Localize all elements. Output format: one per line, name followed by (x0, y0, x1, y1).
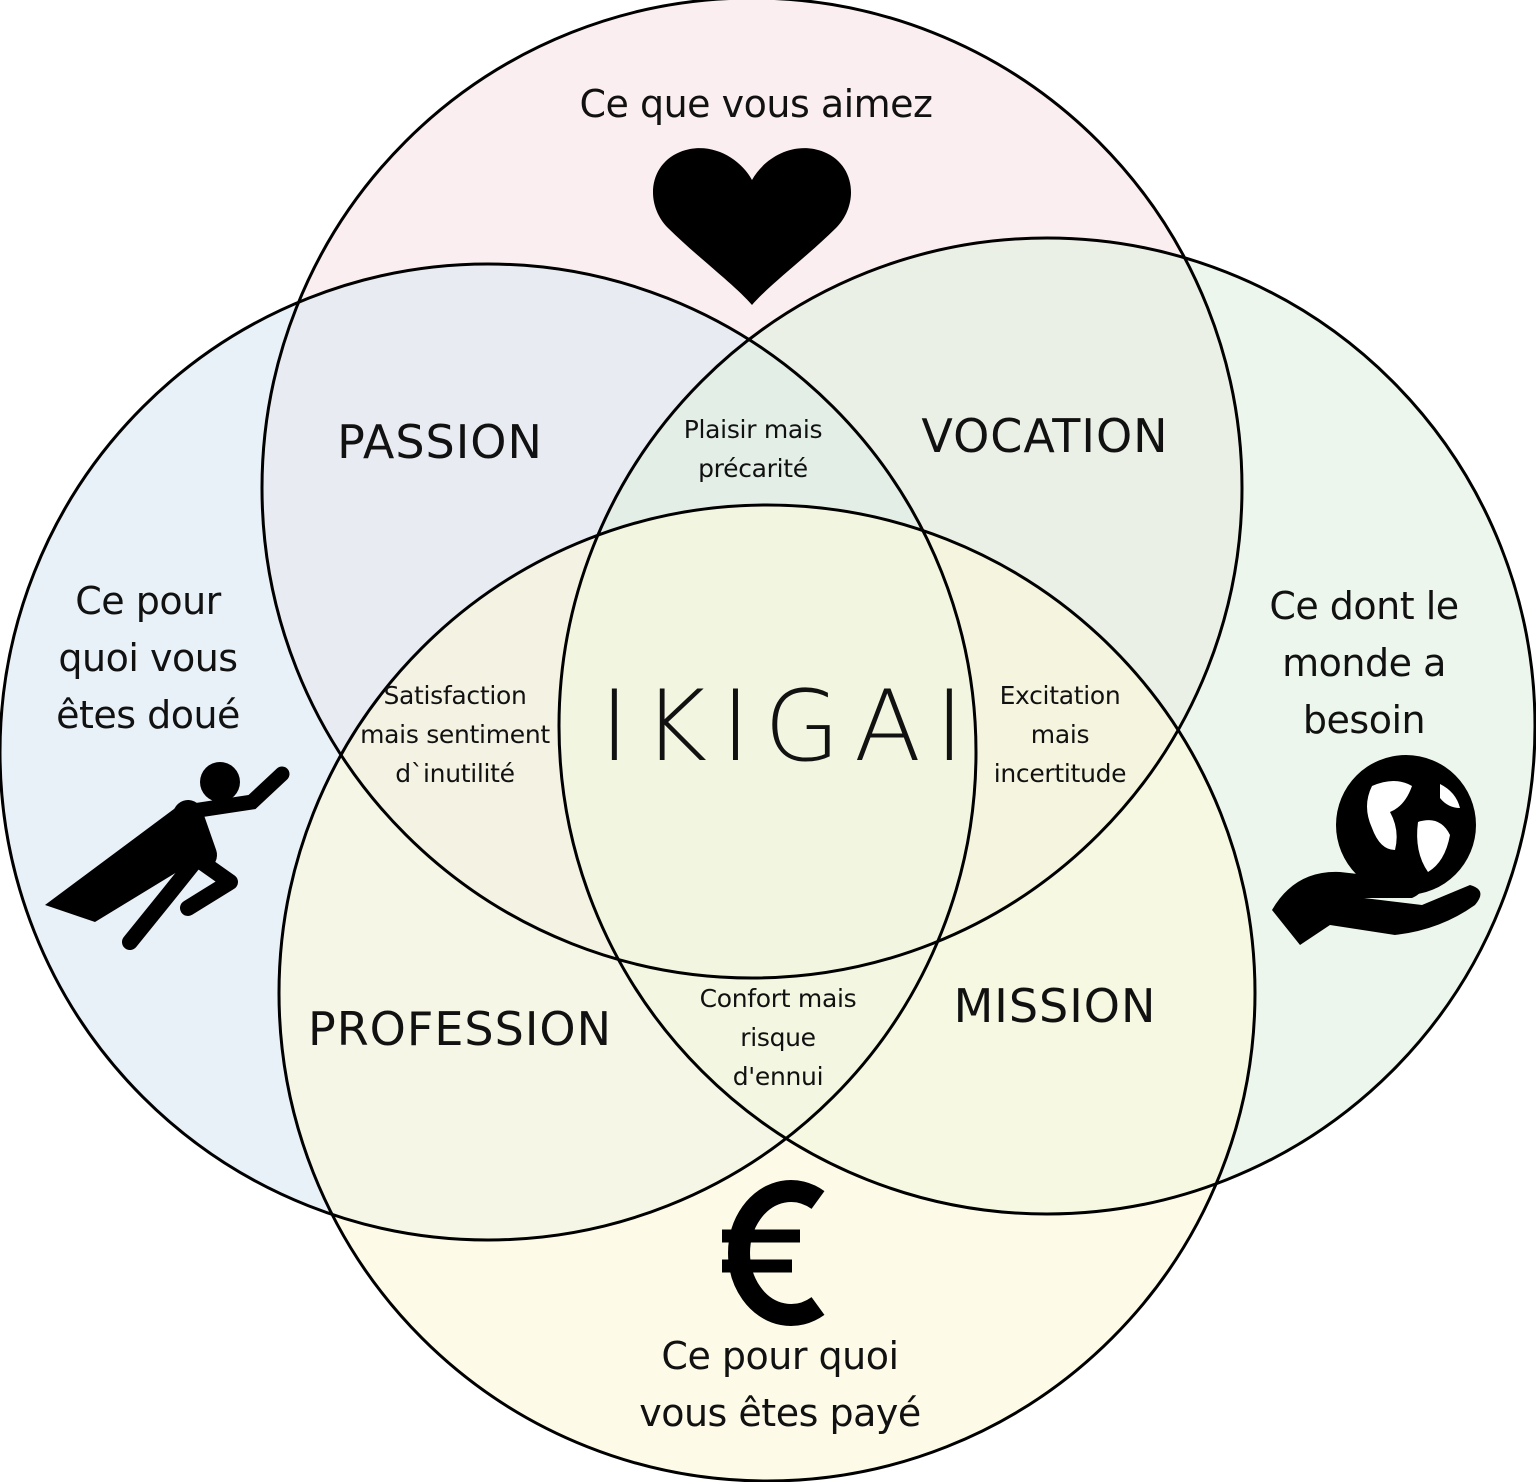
right-circle-label: Ce dont le monde a besoin (1269, 584, 1459, 742)
circle-left-outline (0, 262, 978, 1242)
vocation-label: VOCATION (921, 409, 1169, 463)
tension-top-label: Plaisir mais précarité (683, 415, 823, 483)
superhero-icon (45, 762, 290, 950)
ikigai-center-label: IKIGAI (600, 670, 978, 784)
passion-label: PASSION (337, 415, 543, 469)
tension-left-label: Satisfaction mais sentiment d`inutilité (360, 681, 550, 788)
circle-right-outline (557, 236, 1536, 1216)
mission-label: MISSION (953, 979, 1157, 1033)
tension-bottom-label: Confort mais risque d'ennui (699, 984, 857, 1091)
circle-bottom-outline (277, 503, 1257, 1482)
tension-right-label: Excitation mais incertitude (993, 681, 1127, 788)
circle-bottom-fill (279, 505, 1255, 1481)
left-circle-label: Ce pour quoi vous êtes doué (56, 579, 240, 737)
circle-top-outline (260, 0, 1244, 980)
top-circle-label: Ce que vous aimez (579, 82, 933, 126)
euro-icon (722, 1180, 825, 1326)
globe-in-hand-icon (1272, 755, 1481, 945)
heart-icon (652, 148, 852, 305)
bottom-circle-label: Ce pour quoi vous êtes payé (639, 1334, 921, 1435)
profession-label: PROFESSION (307, 1002, 612, 1056)
